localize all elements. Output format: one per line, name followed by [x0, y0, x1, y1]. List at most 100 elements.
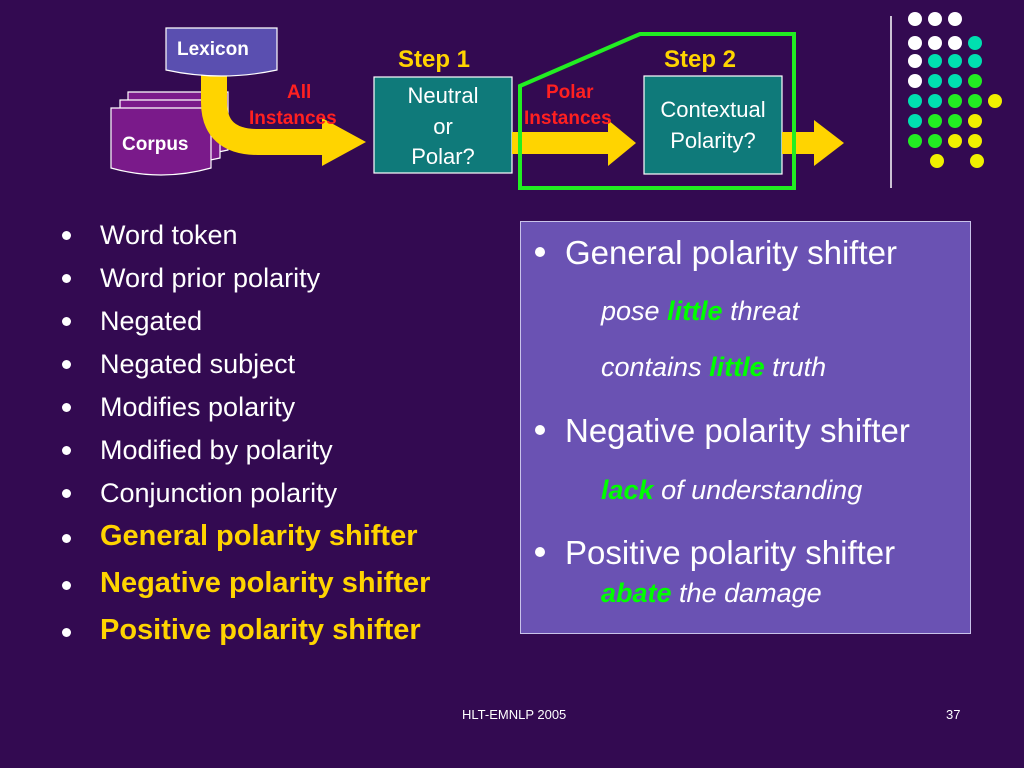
- feature-text: Word token: [100, 220, 238, 250]
- feature-text: Positive polarity shifter: [100, 614, 421, 646]
- footer-page-number: 37: [946, 707, 961, 722]
- deco-dot: [948, 94, 962, 108]
- all-label: All: [287, 82, 311, 103]
- deco-dot: [968, 134, 982, 148]
- feature-item-highlight: Negative polarity shifter: [62, 566, 512, 613]
- corpus-label: Corpus: [122, 134, 189, 155]
- feature-text: General polarity shifter: [100, 520, 418, 552]
- negative-example: lack of understanding: [601, 475, 862, 506]
- deco-dot: [970, 154, 984, 168]
- deco-dot: [988, 94, 1002, 108]
- feature-item: Conjunction polarity: [62, 476, 512, 519]
- feature-item: Word token: [62, 218, 512, 261]
- feature-text: Word prior polarity: [100, 263, 321, 293]
- step1-label: Step 1: [398, 46, 470, 73]
- box1-line2: or: [433, 114, 453, 139]
- deco-dot: [908, 54, 922, 68]
- feature-text: Modified by polarity: [100, 435, 333, 465]
- bullet-icon: [62, 489, 71, 498]
- deco-dot: [908, 12, 922, 26]
- example-keyword: abate: [601, 578, 672, 608]
- bullet-icon: [62, 446, 71, 455]
- feature-item: Modifies polarity: [62, 390, 512, 433]
- example-text: of understanding: [653, 475, 863, 505]
- deco-dot: [908, 114, 922, 128]
- feature-item: Word prior polarity: [62, 261, 512, 304]
- bullet-icon: [62, 628, 71, 637]
- feature-text: Negated subject: [100, 349, 296, 379]
- deco-dot: [908, 36, 922, 50]
- bullet-icon: [62, 274, 71, 283]
- deco-dot: [928, 114, 942, 128]
- feature-item-highlight: General polarity shifter: [62, 519, 512, 566]
- deco-dot: [928, 36, 942, 50]
- feature-item-highlight: Positive polarity shifter: [62, 613, 512, 660]
- bullet-icon: [62, 534, 71, 543]
- example-keyword: little: [667, 296, 723, 326]
- bullet-icon: [535, 547, 545, 558]
- general-example-2: contains little truth: [601, 352, 826, 383]
- general-example-1: pose little threat: [601, 296, 799, 327]
- feature-text: Modifies polarity: [100, 392, 296, 422]
- polar-arrow: [512, 120, 636, 166]
- deco-dot: [908, 134, 922, 148]
- shifter-examples-box: General polarity shifter pose little thr…: [520, 221, 971, 634]
- polar-instances-label: Instances: [524, 108, 612, 129]
- example-text: threat: [722, 296, 800, 326]
- example-text: contains: [601, 352, 710, 382]
- footer-conference: HLT-EMNLP 2005: [462, 707, 567, 722]
- deco-dot: [908, 94, 922, 108]
- feature-text: Conjunction polarity: [100, 478, 338, 508]
- deco-dot: [930, 154, 944, 168]
- feature-item: Negated subject: [62, 347, 512, 390]
- deco-dot: [968, 36, 982, 50]
- instances-label: Instances: [249, 108, 337, 129]
- output-arrow: [782, 120, 844, 166]
- box2-line1: Contextual: [660, 97, 765, 122]
- general-shifter-heading: General polarity shifter: [535, 234, 897, 272]
- deco-dot: [928, 12, 942, 26]
- general-shifter-text: General polarity shifter: [565, 234, 897, 271]
- deco-dot: [928, 74, 942, 88]
- deco-dot: [908, 74, 922, 88]
- bullet-icon: [535, 425, 545, 436]
- lexicon-shape: [165, 27, 278, 77]
- deco-dot: [928, 134, 942, 148]
- deco-dot: [968, 94, 982, 108]
- bullet-icon: [62, 403, 71, 412]
- feature-text: Negated: [100, 306, 203, 336]
- deco-dot: [928, 94, 942, 108]
- deco-dot: [948, 114, 962, 128]
- lexicon-label: Lexicon: [177, 39, 249, 60]
- deco-dot: [948, 12, 962, 26]
- deco-dot: [948, 74, 962, 88]
- example-keyword: lack: [601, 475, 654, 505]
- positive-example: abate the damage: [601, 578, 822, 609]
- example-text: the damage: [671, 578, 822, 608]
- neutral-or-polar-box: [373, 76, 513, 174]
- bullet-icon: [62, 231, 71, 240]
- example-keyword: little: [709, 352, 765, 382]
- deco-dot: [968, 74, 982, 88]
- negative-shifter-text: Negative polarity shifter: [565, 412, 910, 449]
- box1-line3: Polar?: [411, 144, 475, 169]
- positive-shifter-heading: Positive polarity shifter: [535, 534, 895, 572]
- box1-line1: Neutral: [408, 83, 479, 108]
- polar-label: Polar: [546, 82, 594, 103]
- example-text: truth: [764, 352, 827, 382]
- deco-dot: [968, 54, 982, 68]
- negative-shifter-heading: Negative polarity shifter: [535, 412, 910, 450]
- box2-line2: Polarity?: [670, 128, 756, 153]
- deco-dot: [948, 36, 962, 50]
- deco-dot: [948, 134, 962, 148]
- bullet-icon: [62, 317, 71, 326]
- decorative-dot-grid: [908, 12, 1018, 172]
- bullet-icon: [535, 247, 545, 258]
- positive-shifter-text: Positive polarity shifter: [565, 534, 896, 571]
- feature-text: Negative polarity shifter: [100, 567, 431, 599]
- lexicon-arrow: [201, 68, 366, 166]
- bullet-icon: [62, 581, 71, 590]
- feature-item: Modified by polarity: [62, 433, 512, 476]
- feature-item: Negated: [62, 304, 512, 347]
- contextual-polarity-box: [643, 75, 783, 175]
